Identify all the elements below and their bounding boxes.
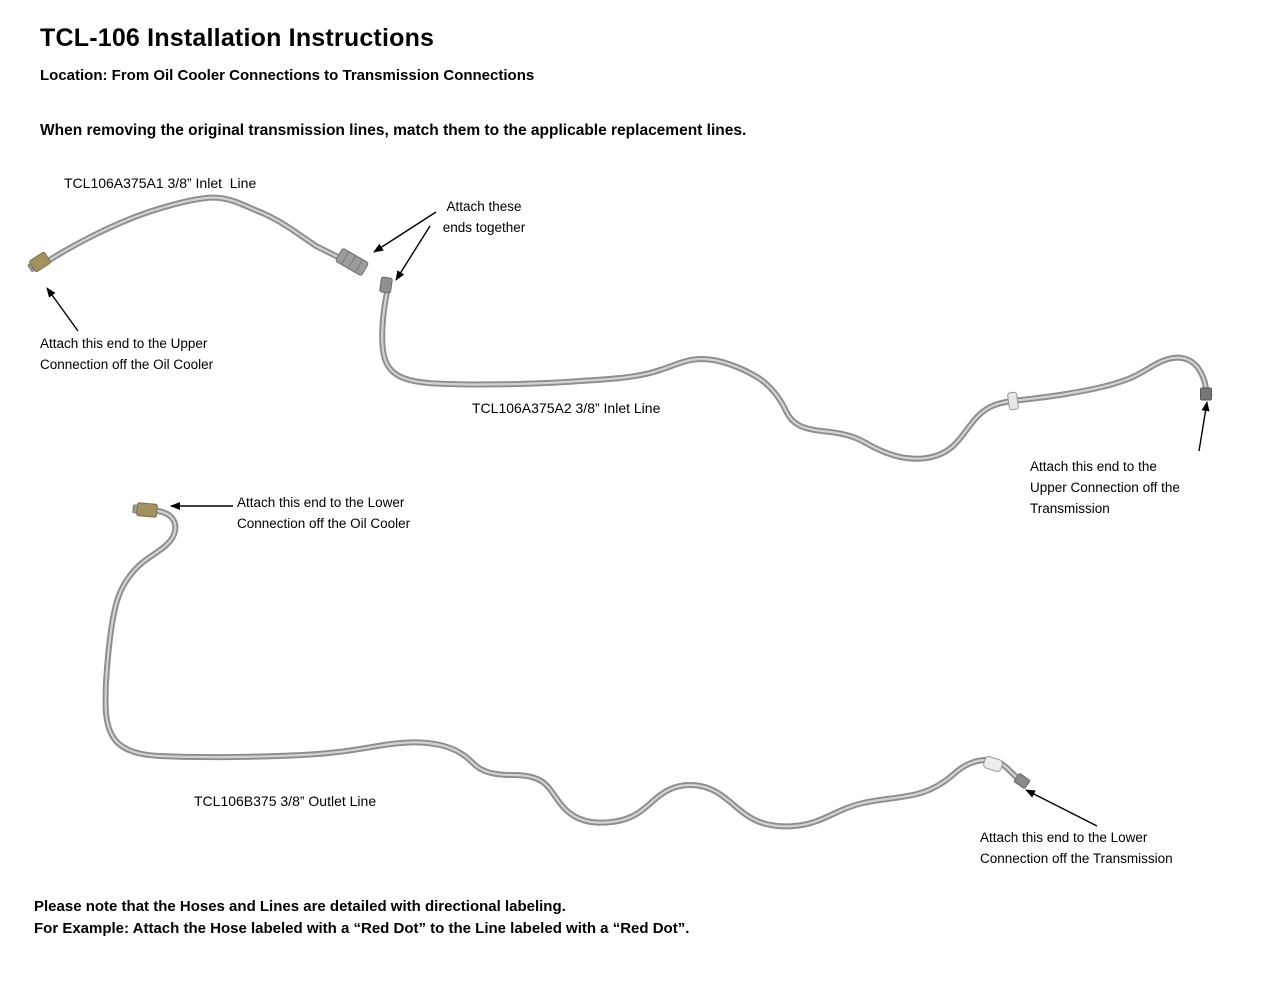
arrow-upper-transmission [1198,401,1210,452]
callout-upper-transmission: Attach this end to the Upper Connection … [1030,459,1180,516]
outlet-line [102,502,1031,830]
arrow-upper-oil-cooler [46,287,79,332]
inlet-line-2-tube-highlight [381,290,1208,460]
inlet-line-2 [379,276,1212,462]
line-label-outlet: TCL106B375 3/8” Outlet Line [194,793,377,809]
outlet-elbow-fitting [983,756,1003,772]
arrow-ends-together-line2 [395,225,431,281]
inlet2-mounting-clip [1007,391,1019,411]
arrow-ends-together-union [373,211,437,253]
inlet-line-1-tube [45,194,343,264]
callout-lower-oil-cooler: Attach this end to the Lower Connection … [237,495,411,531]
outlet-oil-cooler-fitting [132,502,158,518]
page-title: TCL-106 Installation Instructions [40,24,435,52]
inlet1-oil-cooler-fitting [27,251,51,273]
callout-arrows [46,211,1210,827]
arrow-lower-transmission [1025,789,1098,827]
inlet-line-1 [27,194,369,276]
callout-upper-oil-cooler: Attach this end to the Upper Connection … [40,336,214,372]
footer-notes: Please note that the Hoses and Lines are… [34,896,689,940]
inlet-line-2-tube [379,289,1209,462]
callout-lower-transmission: Attach this end to the Lower Connection … [980,830,1173,866]
inlet2-transmission-fitting [1200,387,1212,401]
inlet-line-1-tube-highlight [46,196,342,263]
outlet-transmission-fitting [1013,773,1031,789]
instruction-text: When removing the original transmission … [40,122,747,139]
note-line-2: For Example: Attach the Hose labeled wit… [34,920,690,937]
note-line-1: Please note that the Hoses and Lines are… [34,898,566,915]
inlet1-union-fitting [335,248,369,276]
line-label-inlet2: TCL106A375A2 3/8” Inlet Line [472,400,661,416]
line-label-inlet1: TCL106A375A1 3/8” Inlet Line [64,175,257,191]
outlet-line-tube-highlight [104,509,1021,828]
callout-ends-together: Attach these ends together [442,199,526,235]
location-subtitle: Location: From Oil Cooler Connections to… [40,67,535,84]
inlet2-union-end-fitting [379,276,393,294]
outlet-line-tube [102,508,1022,830]
